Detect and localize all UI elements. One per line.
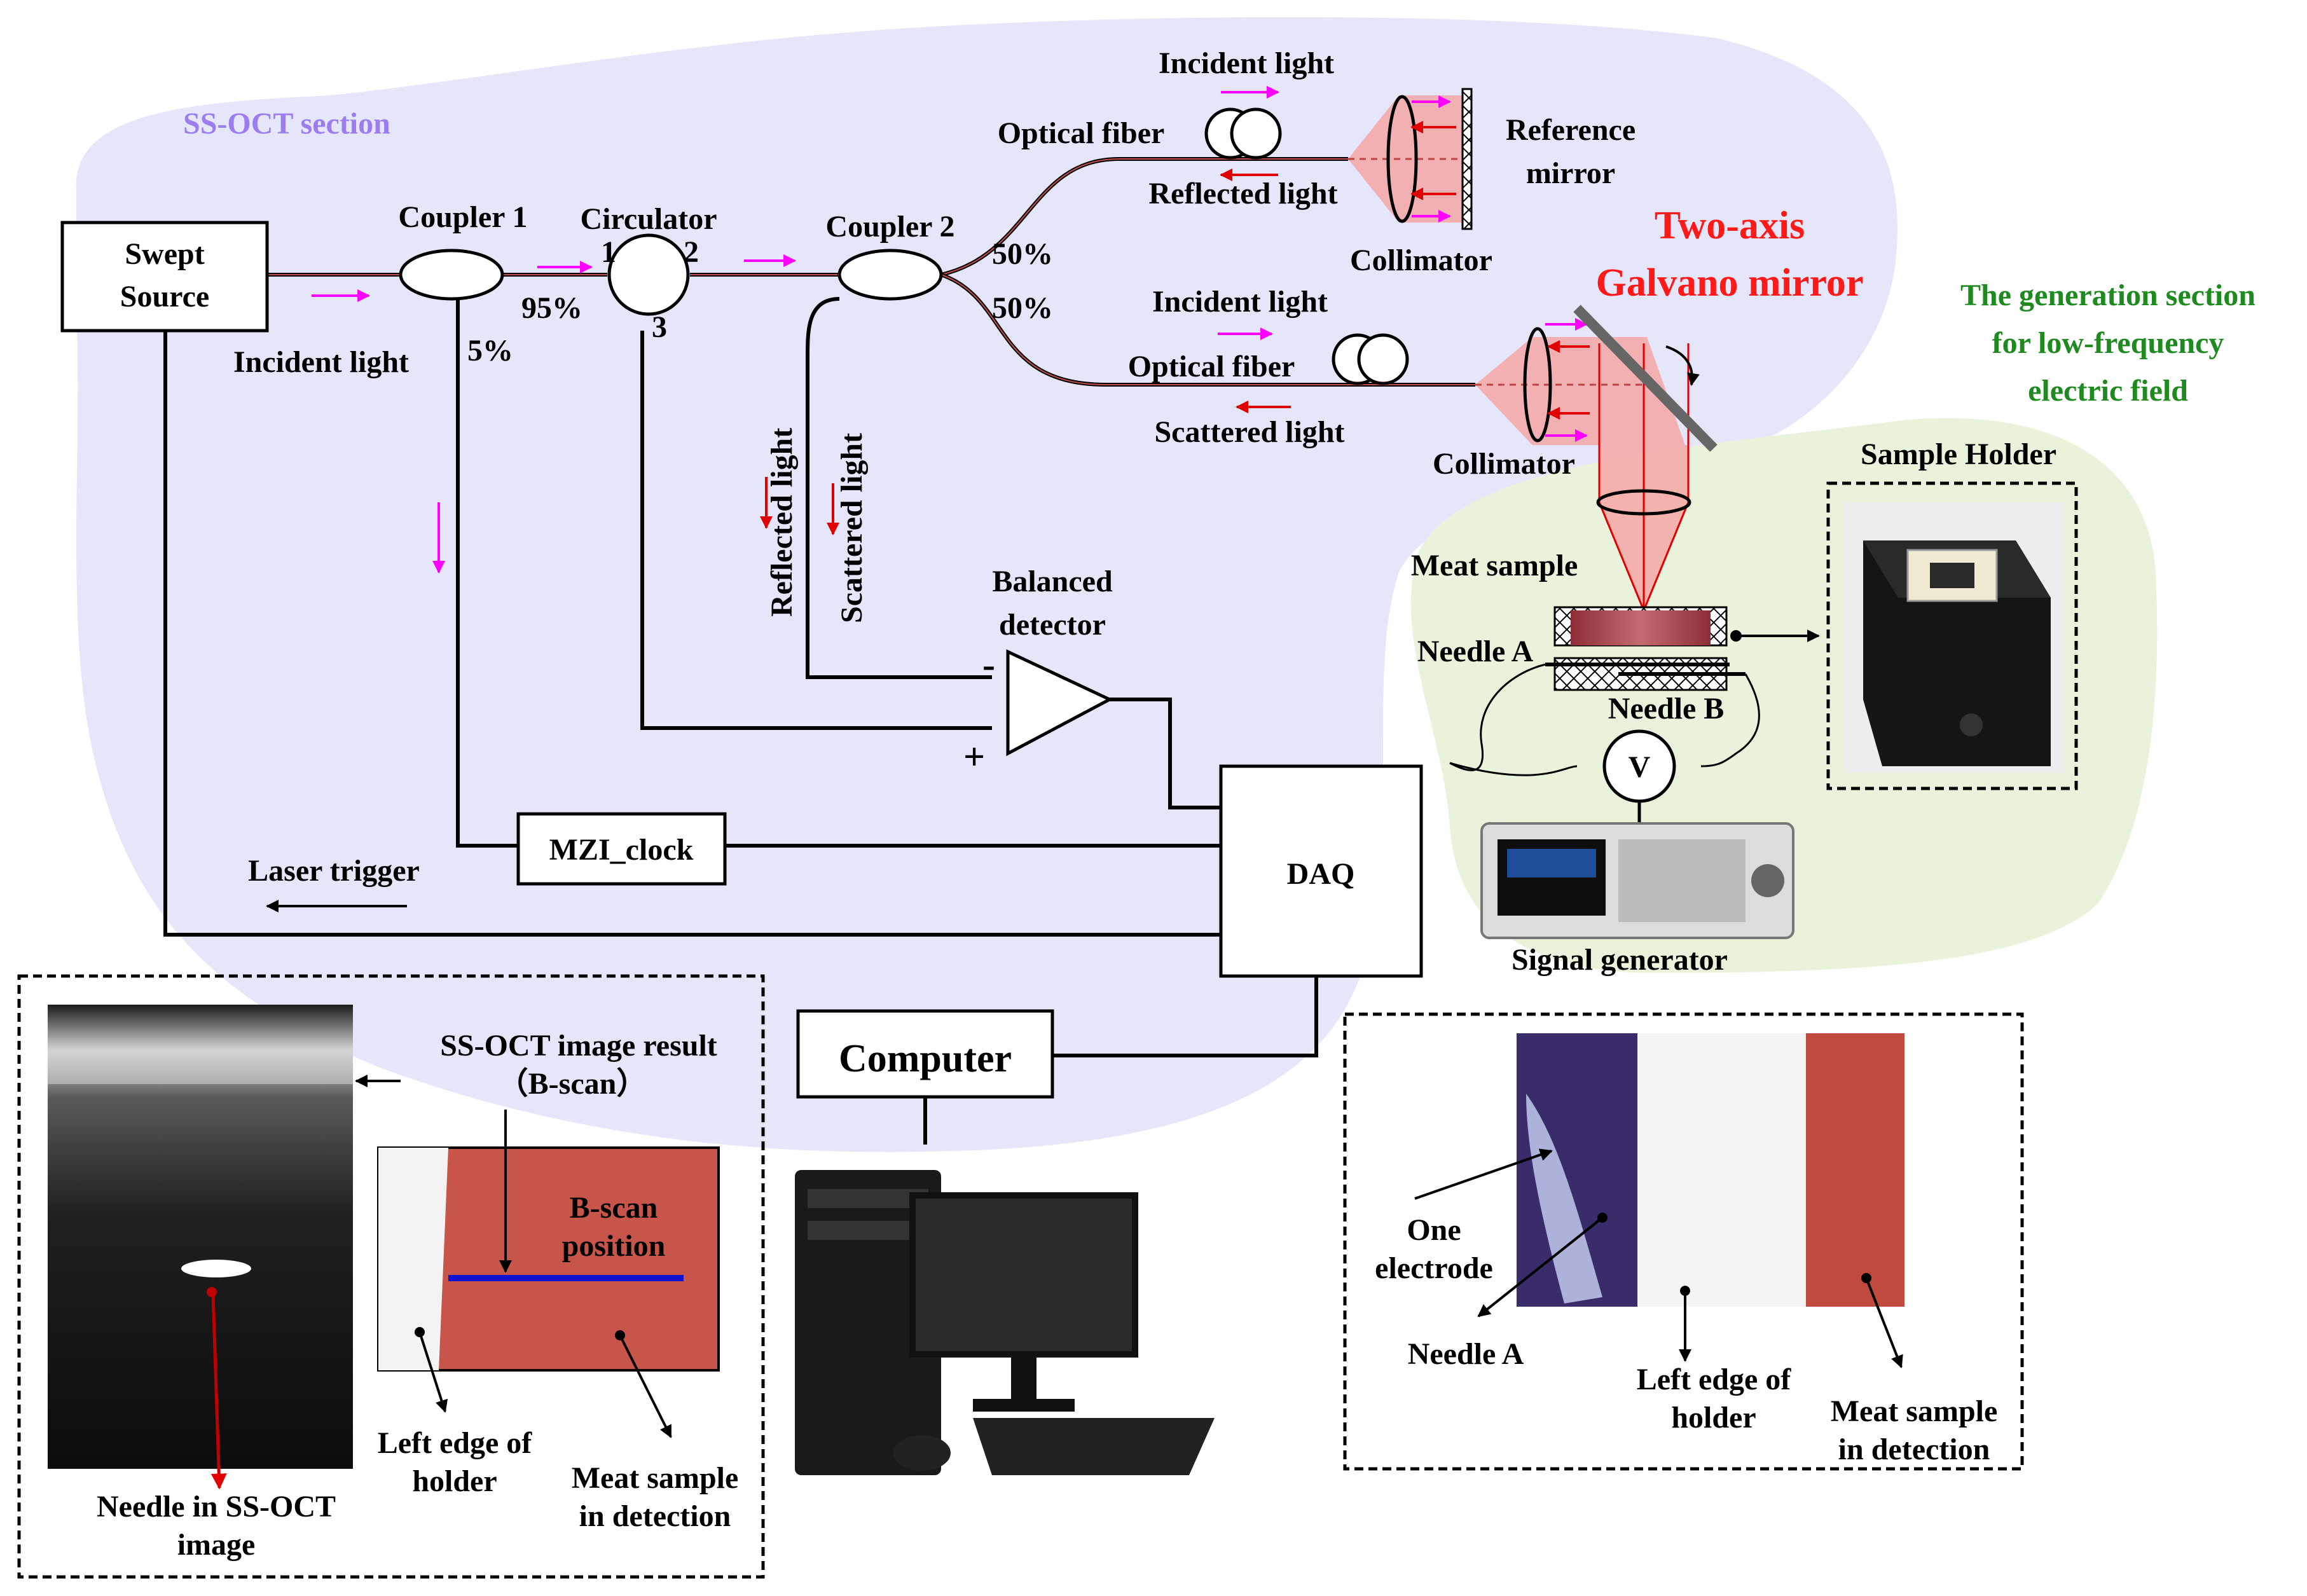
fiber-coil-top: [1204, 107, 1282, 160]
swept-source-box: [60, 221, 269, 333]
coupler2: [837, 249, 943, 301]
split-50-bottom: 50%: [992, 291, 1053, 325]
computer-label: Computer: [839, 1037, 1012, 1080]
collimator-top-label: Collimator: [1350, 244, 1492, 277]
meat-detection-line2: in detection: [579, 1499, 731, 1533]
computer-box: [796, 1009, 1054, 1099]
arrow-meat-photo: [1865, 1277, 1903, 1368]
collimator-bottom-label: Collimator: [1433, 447, 1575, 481]
sample-holder-photo: [1844, 502, 2063, 773]
left-edge-line2: holder: [412, 1464, 497, 1498]
scattered-vertical-label: Scattered light: [835, 433, 869, 623]
photo-panel-frame: [1343, 1012, 2024, 1471]
swept-source-line2: Source: [120, 280, 209, 313]
galvo-rotation-arrow: [1665, 345, 1700, 386]
gen-section-title-line3: electric field: [2028, 374, 2188, 408]
mzi-clock-label: MZI_clock: [549, 833, 694, 867]
bscan-position-line1: B-scan: [570, 1191, 658, 1225]
needle-b-label: Needle B: [1608, 692, 1725, 726]
computer-illustration: [795, 1170, 1215, 1475]
detector-plus: +: [963, 736, 985, 778]
laser-trigger-label: Laser trigger: [248, 854, 420, 888]
balanced-detector: [1006, 649, 1113, 757]
coupler1: [399, 249, 504, 301]
voltmeter-label: V: [1629, 750, 1651, 784]
incident-top-label: Incident light: [1159, 46, 1334, 80]
left-edge-line1: Left edge of: [378, 1426, 533, 1460]
circulator-label: Circulator: [580, 202, 717, 236]
circulator-port3: 3: [652, 310, 667, 344]
oct-section-title: SS-OCT section: [183, 107, 390, 141]
meat-sample: [1571, 610, 1711, 645]
circulator-port2: 2: [684, 235, 699, 269]
optical-fibers: [267, 157, 1475, 387]
galvo-mirror: [1573, 305, 1718, 452]
coupler2-label: Coupler 2: [825, 210, 954, 244]
sample-holder-label: Sample Holder: [1861, 437, 2056, 471]
one-electrode-line2: electrode: [1375, 1251, 1493, 1285]
collimator-bottom-lens: [1523, 327, 1552, 443]
swept-source-line1: Swept: [125, 237, 204, 271]
sample-holder-frame: [1826, 481, 2078, 790]
detector-minus: -: [982, 643, 995, 685]
arrow-needle-in-oct: [210, 1293, 227, 1490]
mzi-clock-box: [516, 812, 727, 886]
meat-photo-line2: in detection: [1838, 1433, 1990, 1466]
needle-oct-line1: Needle in SS-OCT: [97, 1490, 336, 1524]
optical-fiber-mid-label: Optical fiber: [1128, 350, 1295, 383]
reference-mirror-line1: Reference: [1506, 113, 1636, 147]
balanced-detector-line1: Balanced: [992, 565, 1113, 598]
galvo-title-line2: Galvano mirror: [1596, 261, 1864, 305]
meat-photo-line1: Meat sample: [1831, 1394, 1998, 1428]
arrow-needle-a-photo: [1477, 1216, 1604, 1317]
daq-box: [1219, 764, 1423, 978]
needle-a-label: Needle A: [1417, 635, 1534, 668]
needle-wires: [1449, 663, 1760, 776]
signal-generator-illustration: [1480, 822, 1794, 939]
electrical-wiring: [163, 297, 1318, 1145]
meat-sample-label: Meat sample: [1411, 549, 1578, 582]
gen-section-title-line2: for low-frequency: [1992, 326, 2224, 360]
result-panel-frame: [17, 974, 765, 1579]
result-line2: （B-scan）: [498, 1067, 647, 1101]
daq-label: DAQ: [1287, 857, 1355, 891]
result-line1: SS-OCT image result: [440, 1029, 717, 1063]
collimator-top-lens: [1386, 95, 1418, 223]
split-95: 95%: [521, 291, 582, 325]
left-edge-photo-line1: Left edge of: [1637, 1363, 1792, 1396]
fiber-coil-middle: [1332, 333, 1409, 385]
reflected-vertical-label: Reflected light: [765, 428, 799, 617]
balanced-detector-line2: detector: [999, 608, 1106, 642]
split-5: 5%: [467, 334, 513, 368]
gen-section-title-line1: The generation section: [1960, 279, 2255, 312]
split-50-top: 50%: [992, 237, 1053, 271]
arrow-left-edge: [418, 1331, 448, 1413]
left-edge-photo-line2: holder: [1671, 1401, 1756, 1434]
needle-a-photo-label: Needle A: [1408, 1337, 1524, 1371]
circulator-port1: 1: [601, 235, 616, 269]
scattered-mid-label: Scattered light: [1154, 415, 1344, 449]
incident-source-label: Incident light: [233, 345, 409, 379]
galvo-title-line1: Two-axis: [1655, 204, 1805, 247]
one-electrode-line1: One: [1407, 1213, 1461, 1247]
arrow-one-electrode: [1414, 1148, 1553, 1200]
reflected-top-label: Reflected light: [1148, 177, 1337, 210]
meat-detection-line1: Meat sample: [572, 1461, 739, 1495]
circulator: [607, 233, 690, 316]
signal-generator-label: Signal generator: [1512, 943, 1728, 977]
optical-fiber-top-label: Optical fiber: [998, 116, 1165, 150]
reference-mirror-line2: mirror: [1526, 156, 1615, 190]
coupler1-label: Coupler 1: [398, 200, 527, 234]
bscan-position-line2: position: [562, 1229, 666, 1263]
objective-lens: [1596, 489, 1691, 516]
incident-mid-label: Incident light: [1152, 285, 1328, 319]
arrow-meat-detection: [619, 1335, 672, 1438]
reference-mirror: [1461, 88, 1473, 230]
needle-oct-line2: image: [177, 1528, 256, 1562]
